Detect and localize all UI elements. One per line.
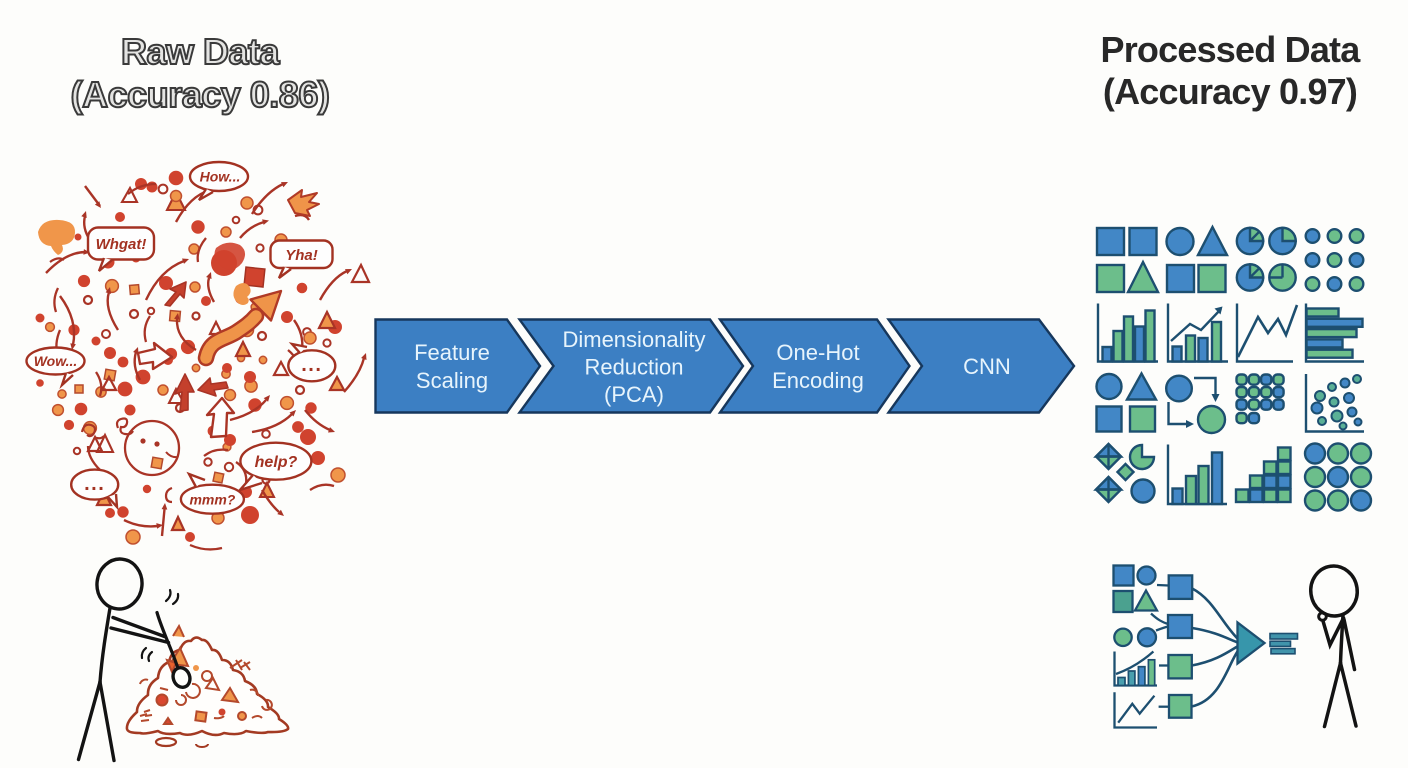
svg-text:mmm?: mmm? xyxy=(189,492,235,508)
svg-text:Reduction: Reduction xyxy=(584,355,683,380)
svg-text:(PCA): (PCA) xyxy=(604,382,664,407)
svg-text:Encoding: Encoding xyxy=(772,368,864,393)
svg-text:How...: How... xyxy=(200,169,241,185)
svg-text:Wow...: Wow... xyxy=(34,353,78,369)
svg-text:CNN: CNN xyxy=(963,354,1011,379)
svg-text:Scaling: Scaling xyxy=(416,368,488,393)
svg-text:Yha!: Yha! xyxy=(285,247,318,264)
svg-text:One-Hot: One-Hot xyxy=(776,340,859,365)
svg-text:help?: help? xyxy=(255,454,298,471)
svg-text:Feature: Feature xyxy=(414,340,490,365)
svg-text:Dimensionality: Dimensionality xyxy=(562,327,705,352)
svg-text:...: ... xyxy=(301,354,322,376)
svg-text:Whgat!: Whgat! xyxy=(96,236,147,253)
svg-text:...: ... xyxy=(84,473,105,495)
